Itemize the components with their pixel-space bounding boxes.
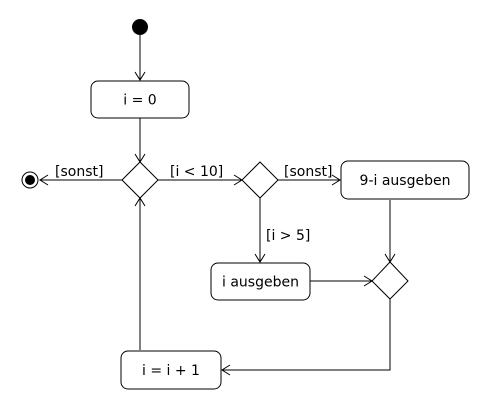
action-print-inv: 9-i ausgeben xyxy=(340,160,470,200)
final-node xyxy=(21,171,39,189)
guard-i-gt-5: [i > 5] xyxy=(266,228,310,244)
arrowhead-print-inv xyxy=(331,174,341,186)
arrowhead-final xyxy=(39,174,49,186)
edge-merge2-to-increment xyxy=(222,299,391,371)
arrowhead-print-i xyxy=(254,253,266,263)
decision-node-1 xyxy=(121,161,159,199)
initial-node xyxy=(132,19,148,35)
action-print-i: i ausgeben xyxy=(210,262,311,301)
arrowhead-increment xyxy=(221,364,231,376)
guard-i-lt-10: [i < 10] xyxy=(170,164,223,180)
merge-node-2 xyxy=(371,261,409,300)
action-increment: i = i + 1 xyxy=(120,350,222,390)
action-increment-label: i = i + 1 xyxy=(142,363,200,379)
action-init: i = 0 xyxy=(90,80,190,119)
action-print-inv-label: 9-i ausgeben xyxy=(360,173,451,189)
guard-else-left: [sonst] xyxy=(55,164,103,180)
decision-node-2 xyxy=(241,161,279,199)
action-print-i-label: i ausgeben xyxy=(222,275,299,291)
action-init-label: i = 0 xyxy=(123,93,156,109)
arrowhead-init xyxy=(134,71,146,81)
guard-else-right: [sonst] xyxy=(284,164,332,180)
